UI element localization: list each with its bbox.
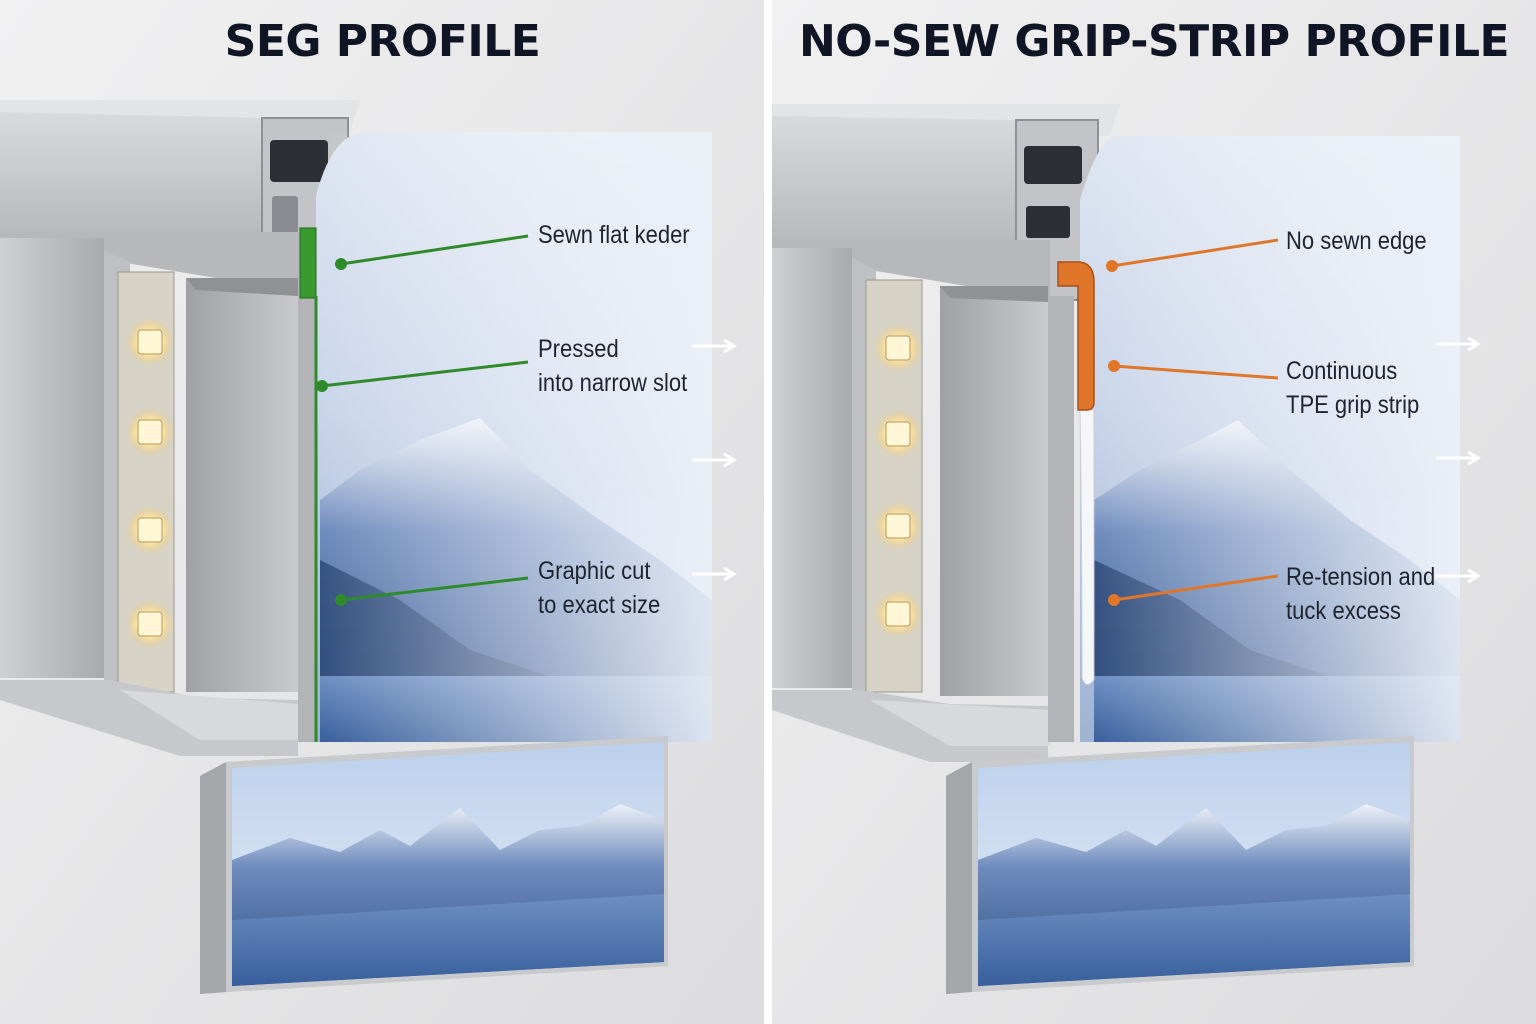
callout-tpe-grip-strip: Continuous TPE grip strip — [1286, 354, 1419, 422]
callout-no-sewn-edge: No sewn edge — [1286, 224, 1427, 258]
grip-strip-profile-title: NO-SEW GRIP-STRIP PROFILE — [798, 16, 1510, 67]
callout-sewn-flat-keder: Sewn flat keder — [538, 218, 690, 252]
lightbox-icon — [946, 736, 1414, 994]
seg-profile-title: SEG PROFILE — [224, 16, 541, 67]
callout-line: No sewn edge — [1286, 227, 1427, 255]
led-strip-icon — [126, 318, 174, 648]
grip-strip-profile-illustration — [772, 104, 1460, 762]
callout-line: into narrow slot — [538, 369, 688, 397]
callout-line: to exact size — [538, 591, 661, 619]
callout-retension-tuck: Re-tension and tuck excess — [1286, 560, 1435, 628]
led-strip-icon — [874, 324, 922, 638]
lightbox-icon — [200, 736, 668, 994]
callout-graphic-cut: Graphic cut to exact size — [538, 554, 660, 622]
tension-arrow-icon — [1436, 336, 1481, 584]
callout-line: Re-tension and — [1286, 563, 1436, 591]
callout-line: Pressed — [538, 335, 619, 363]
callout-pressed-into-slot: Pressed into narrow slot — [538, 332, 687, 400]
callout-line: Sewn flat keder — [538, 221, 690, 249]
callout-line: Continuous — [1286, 357, 1398, 385]
panel-divider — [764, 0, 772, 1024]
callout-line: tuck excess — [1286, 597, 1401, 625]
callout-line: TPE grip strip — [1286, 391, 1420, 419]
seg-leader-lines — [316, 234, 529, 606]
tension-arrow-icon — [692, 338, 737, 582]
grip-strip-leader-lines — [1106, 238, 1279, 606]
seg-profile-illustration — [0, 100, 712, 756]
callout-line: Graphic cut — [538, 557, 651, 585]
